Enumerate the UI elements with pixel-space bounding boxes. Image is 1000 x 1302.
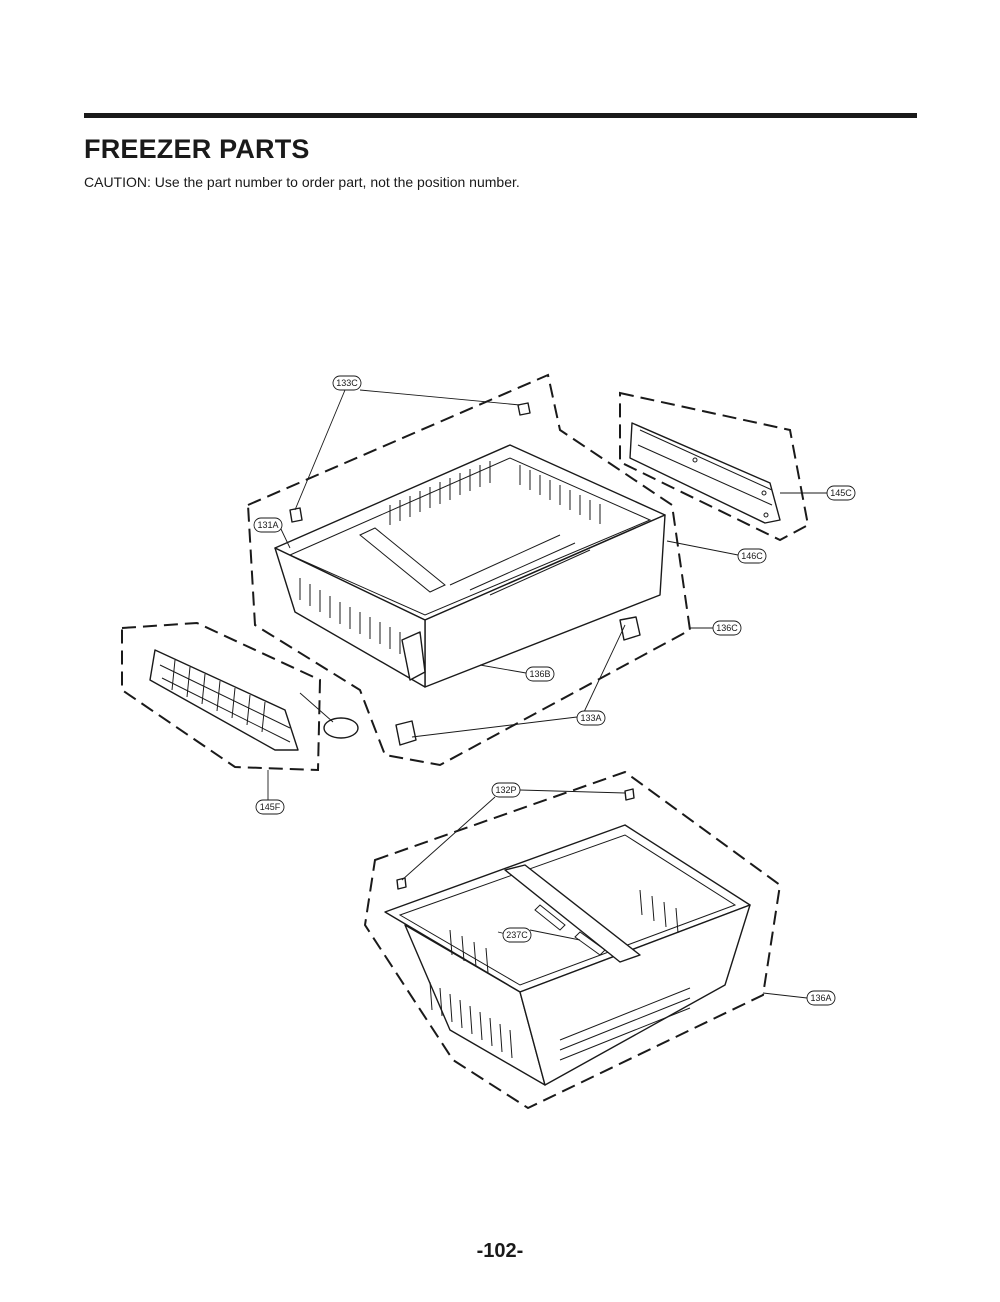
header-rule (84, 113, 917, 118)
callout-145c: 145C (826, 485, 856, 501)
cap-132p-left (396, 877, 407, 890)
callout-146c: 146C (737, 548, 767, 564)
svg-text:145F: 145F (260, 802, 281, 812)
callout-133c: 133C (332, 375, 362, 391)
lower-basket-group-outline (363, 770, 782, 1110)
svg-text:136C: 136C (716, 623, 738, 633)
svg-text:133C: 133C (336, 378, 358, 388)
callout-136b: 136B (525, 666, 555, 682)
svg-text:131A: 131A (257, 520, 278, 530)
caution-note: CAUTION: Use the part number to order pa… (84, 174, 520, 190)
svg-text:133A: 133A (580, 713, 601, 723)
callout-136a: 136A (806, 990, 836, 1006)
cap-132p-top (624, 788, 635, 801)
svg-text:145C: 145C (830, 488, 852, 498)
lower-basket (384, 824, 751, 1086)
callout-131a: 131A (253, 517, 283, 533)
divider-group-outline (121, 621, 322, 772)
page-number: -102- (476, 1240, 524, 1262)
callout-132p: 132P (491, 782, 521, 798)
stopper-133c-left (289, 507, 303, 523)
upper-drawer-group-outline (246, 373, 692, 767)
stopper-133c-top (517, 402, 531, 416)
divider-hole (323, 717, 359, 739)
roller-133a-left (395, 720, 417, 746)
slide-rail (629, 422, 781, 524)
callout-145f: 145F (255, 799, 285, 815)
svg-text:136B: 136B (529, 669, 550, 679)
rail-group-outline (619, 391, 810, 542)
page-title: FREEZER PARTS (84, 134, 310, 164)
callout-237c: 237C (502, 927, 532, 943)
svg-text:132P: 132P (495, 785, 516, 795)
svg-text:146C: 146C (741, 551, 763, 561)
svg-text:237C: 237C (506, 930, 528, 940)
roller-133a-right (619, 616, 641, 641)
callout-136c: 136C (712, 620, 742, 636)
callout-133a: 133A (576, 710, 606, 726)
svg-text:136A: 136A (810, 993, 831, 1003)
upper-drawer (274, 444, 666, 688)
drawer-divider (149, 649, 299, 751)
